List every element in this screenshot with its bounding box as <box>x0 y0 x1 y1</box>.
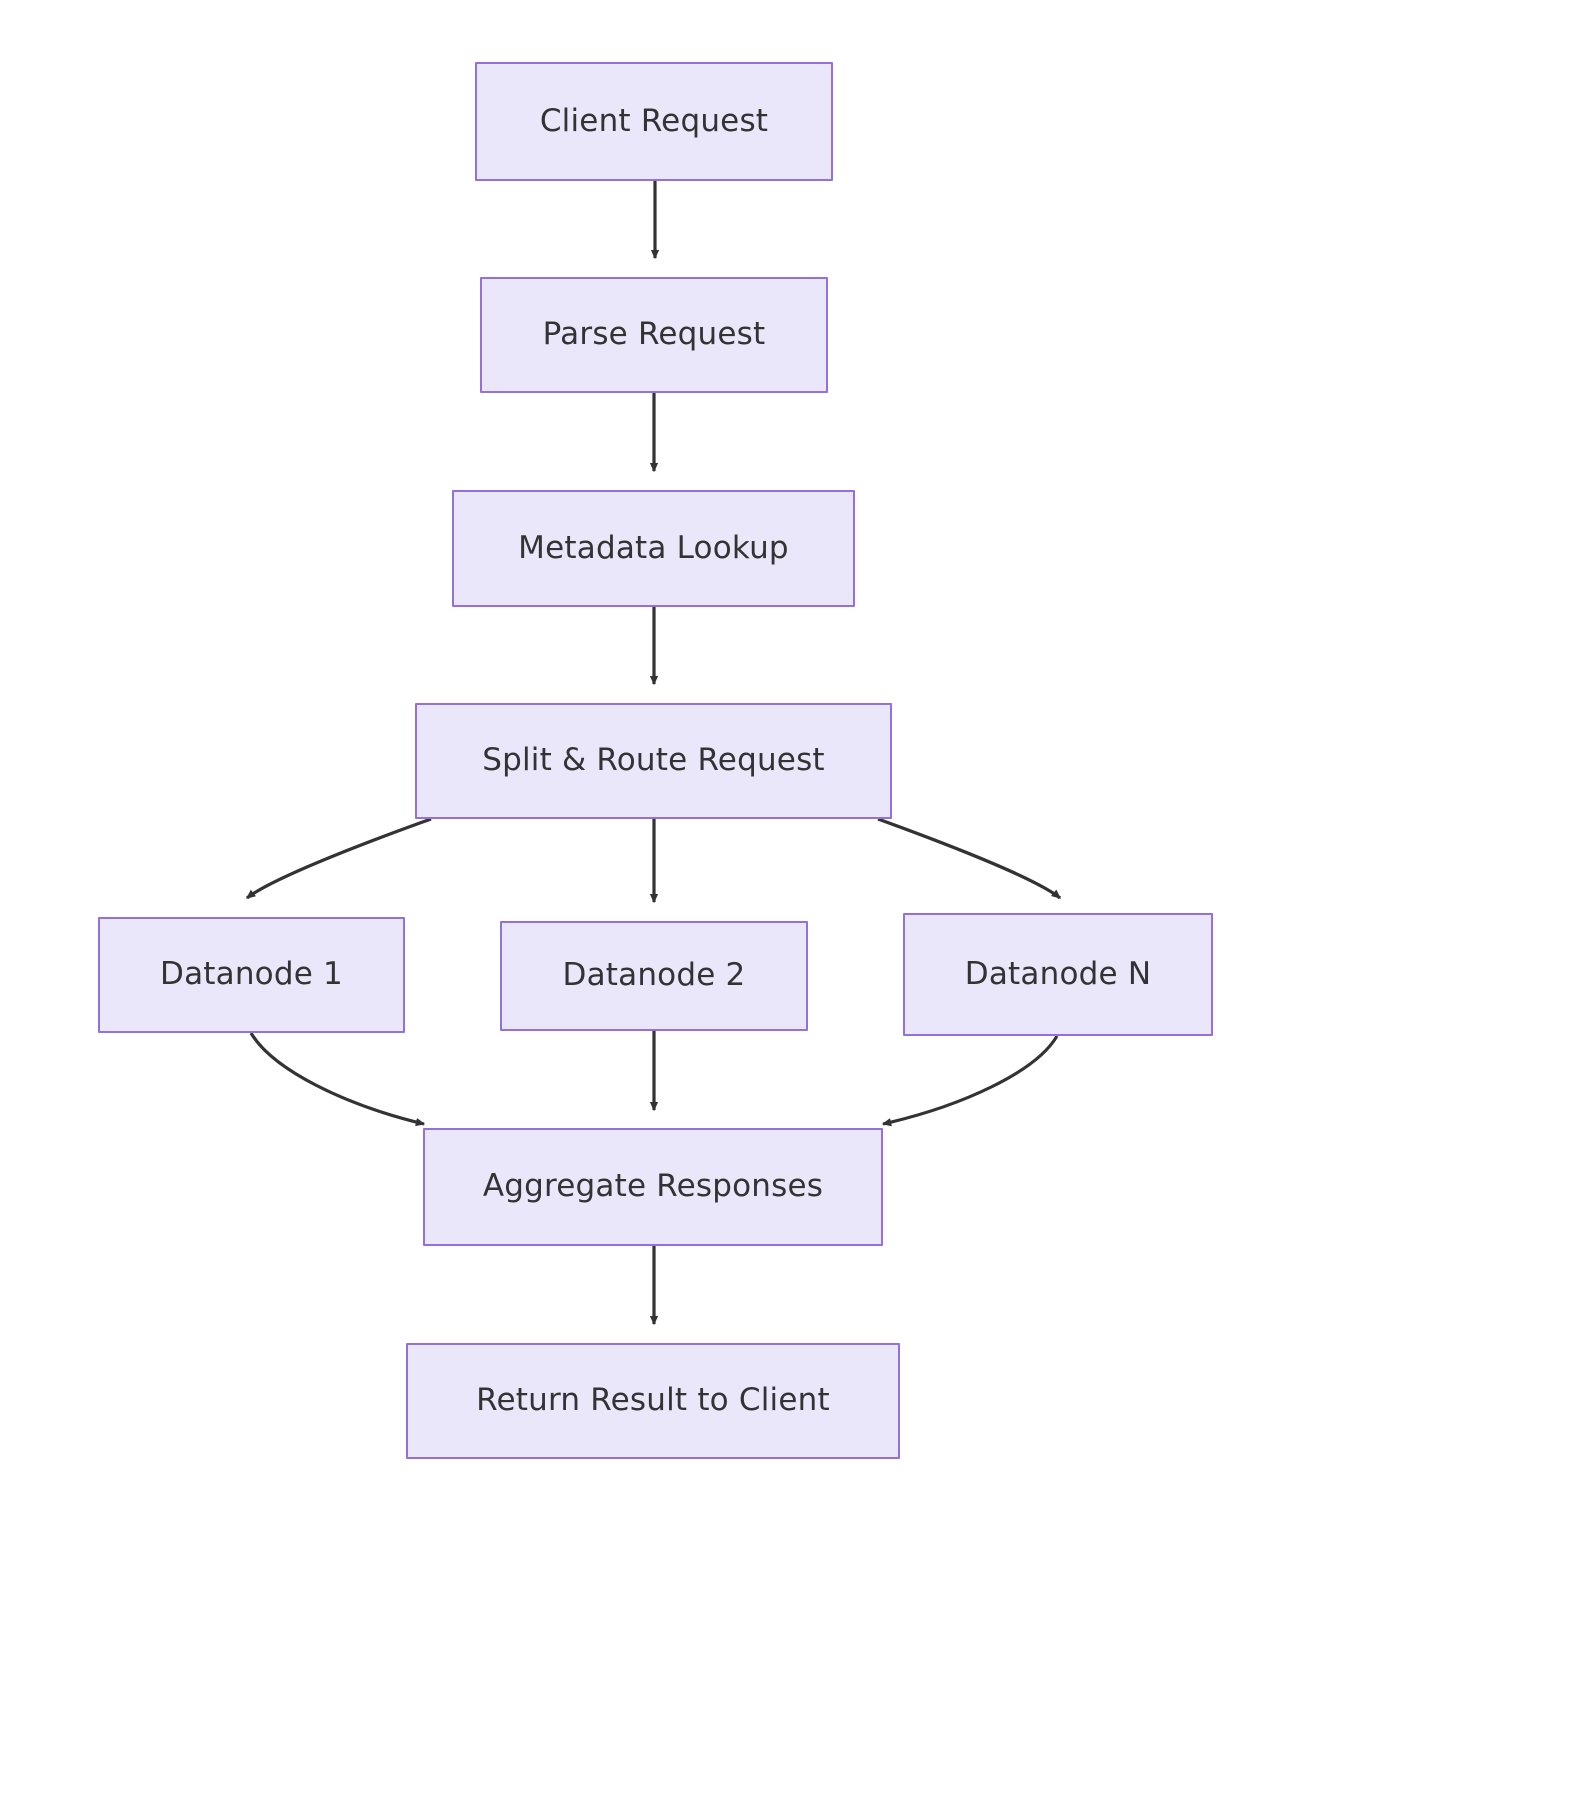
node-aggregate-responses[interactable]: Aggregate Responses <box>423 1128 883 1246</box>
node-client-request-label: Client Request <box>539 102 769 139</box>
node-client-request[interactable]: Client Request <box>475 62 833 181</box>
edge-datanode-1-to-aggregate <box>249 1032 426 1127</box>
node-metadata-lookup[interactable]: Metadata Lookup <box>452 490 855 607</box>
node-aggregate-responses-label: Aggregate Responses <box>482 1168 824 1205</box>
edge-split-route-to-datanode-1 <box>246 817 432 900</box>
node-datanode-n[interactable]: Datanode N <box>903 913 1213 1036</box>
node-parse-request[interactable]: Parse Request <box>480 277 828 393</box>
node-datanode-n-label: Datanode N <box>964 955 1152 992</box>
node-split-route-request[interactable]: Split & Route Request <box>415 703 892 819</box>
edge-split-route-to-datanode-n <box>877 817 1062 900</box>
node-split-route-request-label: Split & Route Request <box>482 742 825 779</box>
node-datanode-2[interactable]: Datanode 2 <box>500 921 808 1031</box>
node-parse-request-label: Parse Request <box>542 316 766 353</box>
node-return-result-to-client[interactable]: Return Result to Client <box>406 1343 900 1459</box>
node-datanode-2-label: Datanode 2 <box>562 957 746 994</box>
node-metadata-lookup-label: Metadata Lookup <box>518 529 789 566</box>
node-datanode-1-label: Datanode 1 <box>160 956 343 993</box>
node-datanode-1[interactable]: Datanode 1 <box>98 917 405 1033</box>
edge-datanode-n-to-aggregate <box>881 1035 1059 1127</box>
node-return-result-to-client-label: Return Result to Client <box>476 1382 830 1419</box>
